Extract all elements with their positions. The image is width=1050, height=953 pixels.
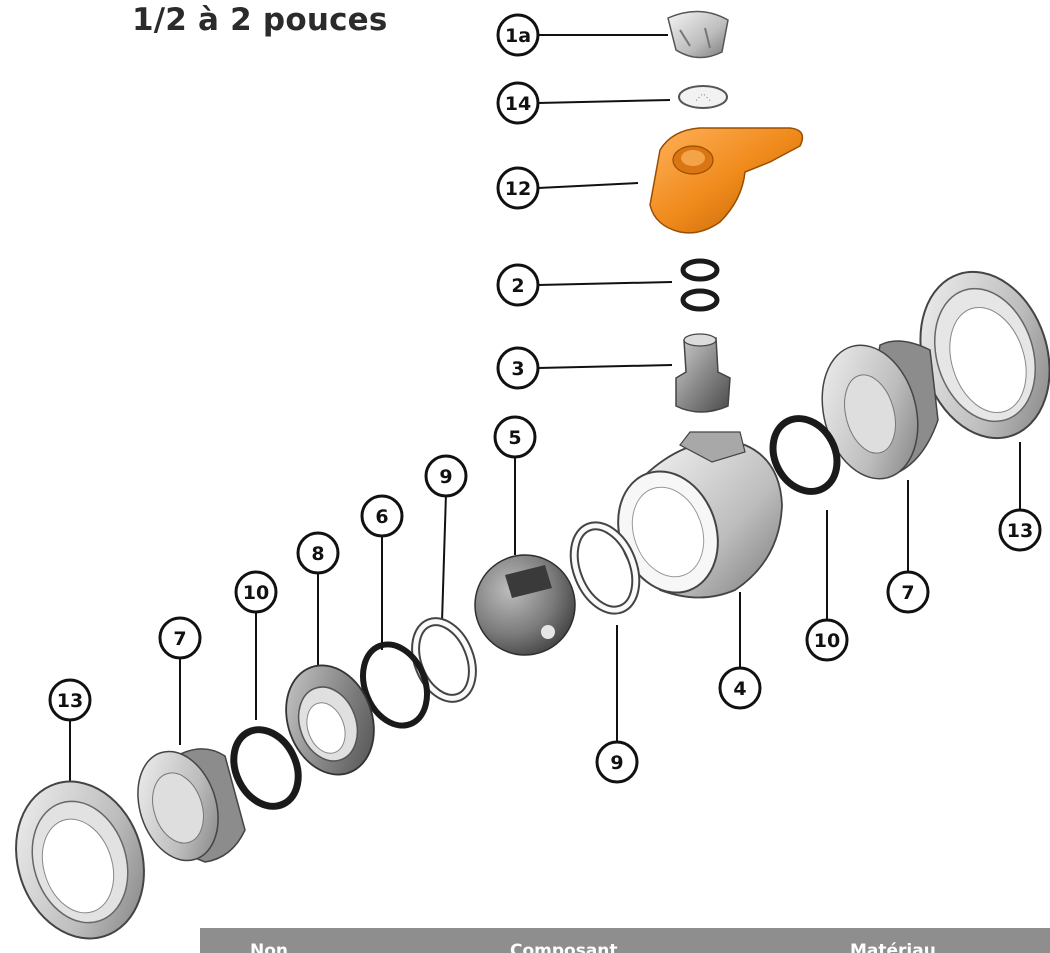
- oring-right-part: [769, 415, 841, 495]
- svg-text:9: 9: [439, 466, 452, 488]
- svg-text:⋰⋱: ⋰⋱: [695, 93, 711, 102]
- page-title: 1/2 à 2 pouces: [132, 2, 388, 38]
- callout-9-bottom: 9: [595, 740, 639, 784]
- callout-1a: 1a: [496, 13, 540, 57]
- callout-10-left: 10: [234, 570, 278, 614]
- carrier-part: [285, 664, 375, 776]
- callout-7-right: 7: [886, 570, 930, 614]
- callout-6: 6: [360, 494, 404, 538]
- handle-part: [649, 127, 804, 234]
- ball-part: [474, 554, 576, 656]
- svg-text:10: 10: [243, 582, 269, 604]
- svg-text:14: 14: [505, 93, 531, 115]
- end-connector-right-part: [821, 340, 939, 480]
- union-nut-left-part: [15, 780, 145, 940]
- svg-text:5: 5: [508, 427, 521, 449]
- svg-text:7: 7: [901, 582, 914, 604]
- svg-text:13: 13: [57, 690, 83, 712]
- svg-text:6: 6: [375, 506, 388, 528]
- leader-lines: [69, 34, 1021, 795]
- callout-2: 2: [496, 263, 540, 307]
- callout-10-right: 10: [805, 618, 849, 662]
- svg-text:2: 2: [511, 275, 524, 297]
- union-nut-right-part: [919, 270, 1050, 440]
- label-disc-part: ⋰⋱: [678, 85, 728, 109]
- svg-text:13: 13: [1007, 520, 1033, 542]
- table-header-component: Composant: [510, 941, 618, 953]
- svg-text:8: 8: [311, 543, 324, 565]
- callout-3: 3: [496, 346, 540, 390]
- callout-13-right: 13: [998, 508, 1042, 552]
- valve-body-part: [617, 431, 783, 599]
- stem-part: [675, 333, 731, 413]
- cap-part: [667, 10, 729, 59]
- callout-14: 14: [496, 81, 540, 125]
- svg-text:4: 4: [733, 678, 746, 700]
- callout-13-left: 13: [48, 678, 92, 722]
- svg-text:12: 12: [505, 178, 531, 200]
- svg-text:7: 7: [173, 628, 186, 650]
- callout-9-left: 9: [424, 454, 468, 498]
- svg-text:9: 9: [610, 752, 623, 774]
- stem-orings-part: [680, 258, 720, 312]
- table-header-name: Non: [250, 941, 289, 953]
- callout-4: 4: [718, 666, 762, 710]
- svg-text:10: 10: [814, 630, 840, 652]
- table-header-material: Matériau: [850, 941, 936, 953]
- callout-5: 5: [493, 415, 537, 459]
- callout-7-left: 7: [158, 616, 202, 660]
- callout-8: 8: [296, 531, 340, 575]
- callout-12: 12: [496, 166, 540, 210]
- end-connector-left-part: [137, 748, 246, 863]
- svg-text:3: 3: [511, 358, 524, 380]
- oring-6-part: [360, 641, 430, 729]
- oring-left-part: [230, 726, 302, 810]
- parts-table-header: Non Composant Matériau: [200, 928, 1050, 953]
- svg-text:1a: 1a: [505, 25, 531, 47]
